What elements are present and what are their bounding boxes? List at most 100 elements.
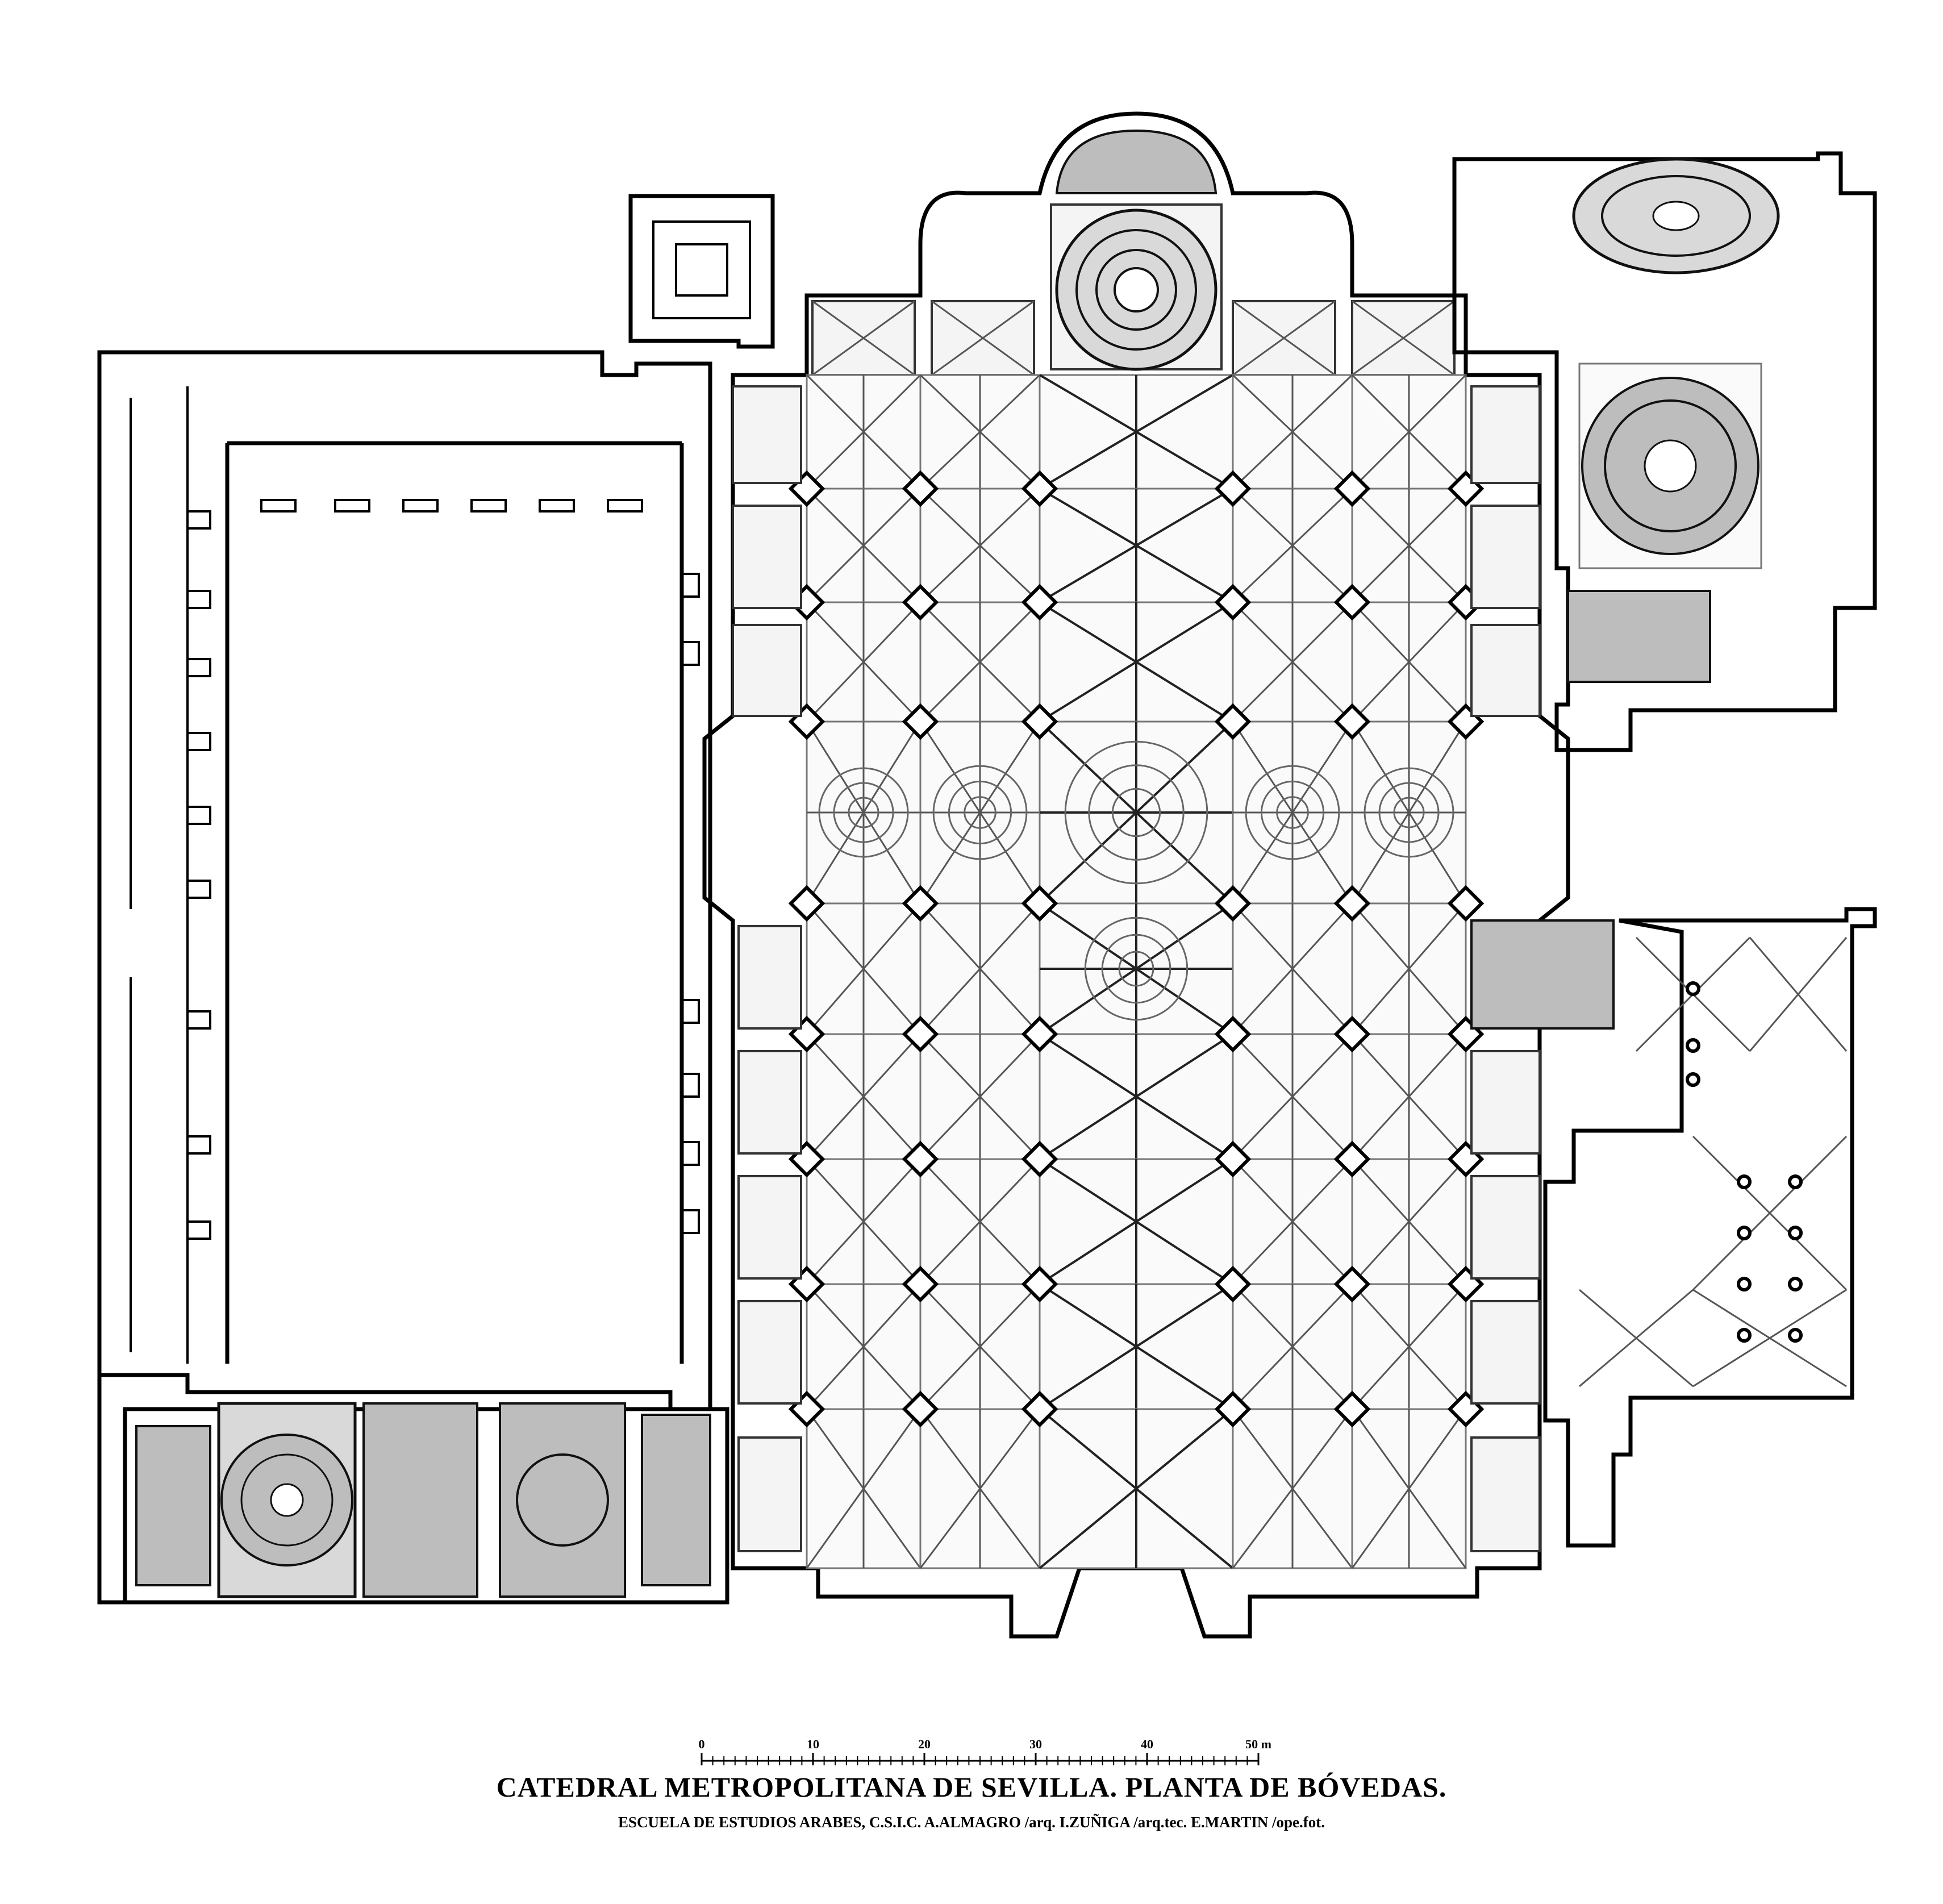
vault-ribs [1039,1408,1234,1569]
tracery-ring [833,782,894,843]
tracery-ring [1084,916,1189,1021]
pier [902,885,939,922]
vault-ribs [1351,1033,1467,1160]
pier [902,703,939,740]
pier [1333,470,1371,507]
pier [1447,885,1485,922]
vault-ribs [919,1409,1041,1569]
chapel-ornate-vault-3 [641,1414,711,1586]
tracery-ring [1101,934,1171,1004]
vault-ribs [919,721,1041,904]
vault-ribs [919,902,1041,1035]
tracery-ring [1364,767,1454,858]
vault-ribs [1039,720,1234,905]
pier [1214,885,1252,922]
vault-ribs [1232,1033,1353,1160]
chapel-ornate-vault-1 [362,1402,478,1598]
scale-label: 0 [699,1737,705,1751]
pier [1333,1140,1371,1178]
tracery-ring [1118,951,1154,987]
pier [1214,1015,1252,1053]
vault-ribs [806,374,922,490]
vault-ribs [1039,902,1234,1035]
vault-ribs [1232,488,1353,603]
tracery-ring [818,767,909,858]
scale-label: 10 [807,1737,819,1751]
vault-ribs [919,374,1041,490]
vault-ribs [1039,488,1234,603]
pier [902,1015,939,1053]
cloister-piers [186,499,700,1240]
tracery-ring [848,797,879,828]
vault-floor-plan [97,111,1877,1639]
vault-ribs [1351,1409,1467,1569]
tracery-ring [1260,780,1325,845]
pier [902,1390,939,1428]
pier [1021,470,1058,507]
tracery-ring [1064,740,1208,885]
vault-ribs [1039,374,1234,490]
pier [1214,1140,1252,1178]
vault-ribs [806,721,922,904]
vault-ribs [919,1283,1041,1410]
pier [1333,885,1371,922]
pier [1333,584,1371,621]
side-chapels [732,385,1615,1552]
east-annexes [1452,151,1877,1548]
cathedral-body [702,111,1570,1639]
plan-title: CATEDRAL METROPOLITANA DE SEVILLA. PLANT… [496,1771,1447,1803]
tracery-ring [1245,765,1340,860]
pier [902,1140,939,1178]
vault-ribs [1351,1158,1467,1285]
vault-ribs [1351,721,1467,904]
vault-bays [806,374,1467,1569]
vault-ribs [1232,1283,1353,1410]
pier [1333,1390,1371,1428]
vault-ribs [1232,1409,1353,1569]
pier [1214,584,1252,621]
vault-ribs [1039,601,1234,723]
vault-ribs [1039,1158,1234,1285]
contaduria-vaults [1579,936,1848,1388]
plan-credits: ESCUELA DE ESTUDIOS ARABES, C.S.I.C. A.A… [618,1814,1325,1831]
tracery-ring [1111,788,1161,838]
pier [788,885,825,922]
vault-ribs [1232,902,1353,1035]
vault-ribs [1232,721,1353,904]
antesacristy-vault [1567,590,1711,683]
scale-label: 20 [918,1737,931,1751]
pier [1214,703,1252,740]
pier [902,584,939,621]
tracery-ring [932,765,1028,860]
scale-label: 30 [1029,1737,1042,1751]
tracery-ring [1378,782,1440,843]
pier [1021,584,1058,621]
pier [902,1265,939,1303]
scale-label: 40 [1141,1737,1153,1751]
vault-ribs [806,488,922,603]
chapel-grid-vault [135,1425,211,1586]
capilla-real-apse [1055,129,1217,194]
pier [1021,1140,1058,1178]
cloister-patio [97,194,775,1605]
pier [1021,1390,1058,1428]
pier [1214,470,1252,507]
south-chapels [123,1402,729,1605]
tracery-ring [1276,796,1309,829]
tracery-ring [1393,797,1425,828]
vault-ribs [806,1409,922,1569]
tracery-ring [964,796,996,829]
tracery-ring [948,780,1012,845]
chapel-ornate-vault-2 [499,1402,626,1598]
pier [1333,1015,1371,1053]
pier [1214,1390,1252,1428]
vault-ribs [919,1158,1041,1285]
vault-ribs [919,1033,1041,1160]
vault-ribs [806,1283,922,1410]
vault-ribs [1351,903,1467,1035]
scale-label: 50 m [1245,1737,1271,1751]
scale-bar: 0 10 20 30 40 50 m [699,1737,1271,1765]
vault-ribs [1232,601,1353,723]
tracery-ring [1088,764,1185,861]
vault-ribs [806,601,922,723]
